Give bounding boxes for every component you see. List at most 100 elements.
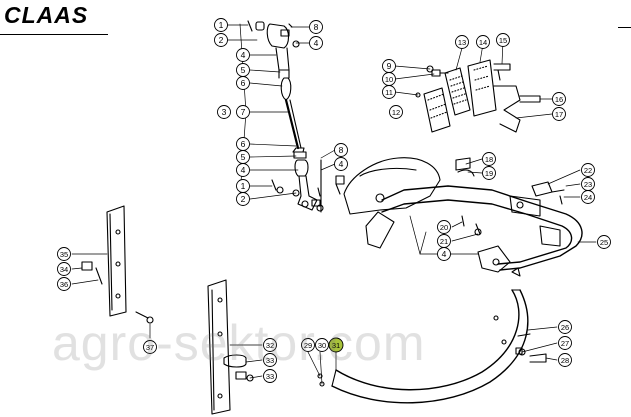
callout-23[interactable]: 23 xyxy=(581,177,595,191)
callout-4[interactable]: 4 xyxy=(334,157,348,171)
callout-34[interactable]: 34 xyxy=(57,262,71,276)
callout-6[interactable]: 6 xyxy=(236,76,250,90)
svg-text:23: 23 xyxy=(584,180,592,189)
svg-text:4: 4 xyxy=(241,50,246,60)
svg-text:33: 33 xyxy=(266,356,274,365)
svg-text:6: 6 xyxy=(241,139,246,149)
callout-19[interactable]: 19 xyxy=(482,166,496,180)
svg-text:5: 5 xyxy=(241,65,246,75)
svg-text:31: 31 xyxy=(332,341,340,350)
callout-37[interactable]: 37 xyxy=(143,340,157,354)
callout-21[interactable]: 21 xyxy=(437,234,451,248)
svg-text:36: 36 xyxy=(60,280,68,289)
callout-8[interactable]: 8 xyxy=(334,143,348,157)
callout-17[interactable]: 17 xyxy=(552,107,566,121)
svg-text:5: 5 xyxy=(241,152,246,162)
svg-text:4: 4 xyxy=(241,165,246,175)
callout-9[interactable]: 9 xyxy=(382,59,396,73)
svg-text:4: 4 xyxy=(314,38,319,48)
svg-text:9: 9 xyxy=(387,61,392,71)
svg-text:7: 7 xyxy=(241,107,246,117)
svg-text:8: 8 xyxy=(314,22,319,32)
callout-35[interactable]: 35 xyxy=(57,247,71,261)
svg-text:2: 2 xyxy=(219,35,224,45)
callout-30[interactable]: 30 xyxy=(315,338,329,352)
callout-29[interactable]: 29 xyxy=(301,338,315,352)
svg-text:26: 26 xyxy=(561,323,569,332)
callout-18[interactable]: 18 xyxy=(482,152,496,166)
callout-5[interactable]: 5 xyxy=(236,150,250,164)
svg-text:29: 29 xyxy=(304,341,312,350)
svg-text:25: 25 xyxy=(600,238,608,247)
svg-text:17: 17 xyxy=(555,110,563,119)
callout-11[interactable]: 11 xyxy=(382,85,396,99)
callout-3[interactable]: 3 xyxy=(217,105,231,119)
svg-text:34: 34 xyxy=(60,265,68,274)
svg-text:28: 28 xyxy=(561,356,569,365)
callout-2[interactable]: 2 xyxy=(214,33,228,47)
callout-6[interactable]: 6 xyxy=(236,137,250,151)
svg-text:33: 33 xyxy=(266,372,274,381)
svg-text:10: 10 xyxy=(385,75,393,84)
callout-28[interactable]: 28 xyxy=(558,353,572,367)
callout-31-highlighted[interactable]: 31 xyxy=(328,337,344,353)
svg-text:4: 4 xyxy=(442,249,447,259)
callout-15[interactable]: 15 xyxy=(496,33,510,47)
svg-text:11: 11 xyxy=(385,88,393,97)
svg-text:4: 4 xyxy=(339,159,344,169)
callout-26[interactable]: 26 xyxy=(558,320,572,334)
callout-8[interactable]: 8 xyxy=(309,20,323,34)
callout-24[interactable]: 24 xyxy=(581,190,595,204)
svg-text:37: 37 xyxy=(146,343,154,352)
callout-7[interactable]: 7 xyxy=(236,105,250,119)
callout-20[interactable]: 20 xyxy=(437,220,451,234)
callout-32[interactable]: 32 xyxy=(263,338,277,352)
callouts: 1 2 8 4 4 5 6 3 7 6 5 4 8 4 1 2 9 10 11 … xyxy=(57,18,611,383)
main-frame xyxy=(335,157,583,277)
svg-text:2: 2 xyxy=(241,194,246,204)
callout-12[interactable]: 12 xyxy=(389,105,403,119)
svg-text:13: 13 xyxy=(458,38,466,47)
callout-13[interactable]: 13 xyxy=(455,35,469,49)
callout-33[interactable]: 33 xyxy=(263,369,277,383)
callout-27[interactable]: 27 xyxy=(558,336,572,350)
callout-2[interactable]: 2 xyxy=(236,192,250,206)
callout-4[interactable]: 4 xyxy=(309,36,323,50)
svg-text:12: 12 xyxy=(392,108,400,117)
callout-1[interactable]: 1 xyxy=(214,18,228,32)
svg-text:20: 20 xyxy=(440,223,448,232)
svg-text:18: 18 xyxy=(485,155,493,164)
svg-text:24: 24 xyxy=(584,193,592,202)
svg-text:1: 1 xyxy=(241,181,246,191)
page-edge-mark xyxy=(618,27,631,28)
svg-text:1: 1 xyxy=(219,20,224,30)
callout-5[interactable]: 5 xyxy=(236,63,250,77)
svg-text:21: 21 xyxy=(440,237,448,246)
brake-pad-assembly xyxy=(415,59,541,133)
svg-text:35: 35 xyxy=(60,250,68,259)
svg-text:22: 22 xyxy=(584,166,592,175)
linkage-rod-assembly xyxy=(247,20,324,213)
skid-arm-31 xyxy=(317,289,547,404)
callout-16[interactable]: 16 xyxy=(552,92,566,106)
callout-25[interactable]: 25 xyxy=(597,235,611,249)
svg-text:27: 27 xyxy=(561,339,569,348)
header-rule xyxy=(0,34,108,35)
callout-4[interactable]: 4 xyxy=(236,48,250,62)
callout-22[interactable]: 22 xyxy=(581,163,595,177)
svg-text:14: 14 xyxy=(479,38,487,47)
callout-36[interactable]: 36 xyxy=(57,277,71,291)
svg-text:15: 15 xyxy=(499,36,507,45)
callout-1[interactable]: 1 xyxy=(236,179,250,193)
lower-plate-32 xyxy=(207,279,254,415)
callout-4[interactable]: 4 xyxy=(437,247,451,261)
callout-14[interactable]: 14 xyxy=(476,35,490,49)
callout-4[interactable]: 4 xyxy=(236,163,250,177)
callout-33[interactable]: 33 xyxy=(263,353,277,367)
svg-text:3: 3 xyxy=(222,107,227,117)
svg-text:19: 19 xyxy=(485,169,493,178)
callout-10[interactable]: 10 xyxy=(382,72,396,86)
svg-text:6: 6 xyxy=(241,78,246,88)
